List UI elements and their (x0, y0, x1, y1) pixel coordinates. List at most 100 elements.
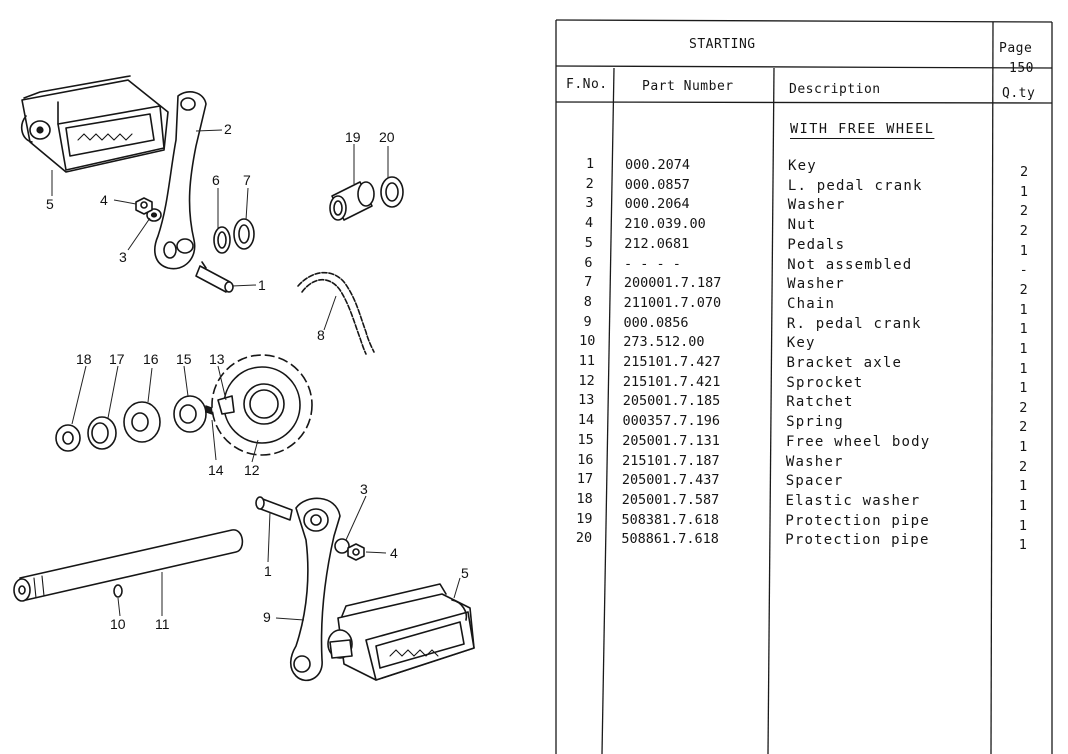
row-qty: 1 (1019, 321, 1028, 338)
pedal-left-drawing (20, 75, 169, 173)
row-part-number: 215101.7.427 (623, 354, 721, 370)
callout-numbers: 2 5 4 3 6 7 1 19 20 8 18 17 16 15 13 14 … (46, 121, 469, 632)
row-fno: 15 (577, 431, 594, 448)
row-fno: 5 (584, 234, 593, 251)
row-part-number: 000357.7.196 (622, 413, 721, 430)
row-part-number: 000.2074 (625, 157, 691, 173)
callout-1: 1 (258, 277, 266, 293)
row-part-number: 210.039.00 (624, 216, 706, 233)
row-description: Washer (787, 197, 846, 214)
row-description: Bracket axle (786, 355, 903, 371)
row-qty: 1 (1019, 439, 1028, 456)
row-fno: 7 (584, 274, 593, 291)
row-part-number: 205001.7.185 (622, 393, 721, 410)
row-qty: 2 (1019, 458, 1028, 475)
row-description: Protection pipe (785, 512, 930, 529)
callout-19: 19 (345, 129, 361, 145)
callout-5: 5 (46, 196, 54, 212)
row-part-number: 212.0681 (624, 235, 690, 252)
row-description: Key (788, 158, 817, 174)
callout-5: 5 (461, 565, 469, 581)
callout-3: 3 (119, 249, 127, 265)
row-part-number: 508861.7.618 (621, 531, 719, 548)
callout-6: 6 (212, 172, 220, 188)
page-number: 150 (1009, 61, 1034, 76)
row-fno: 9 (583, 313, 592, 330)
callout-9: 9 (263, 609, 271, 625)
row-description: Free wheel body (785, 433, 931, 450)
row-part-number: 000.0857 (624, 176, 690, 193)
callout-10: 10 (110, 616, 126, 632)
callout-4: 4 (100, 192, 108, 208)
chain-drawing (297, 271, 375, 355)
row-qty: 1 (1018, 498, 1028, 515)
column-header-part-number: Part Number (642, 79, 734, 94)
right-crank-drawing (289, 497, 341, 682)
row-qty: 1 (1019, 183, 1029, 200)
callout-7: 7 (243, 172, 251, 188)
callout-17: 17 (109, 351, 125, 367)
row-qty: 1 (1018, 537, 1027, 554)
column-header-qty: Q.ty (1002, 86, 1036, 101)
row-description: Sprocket (786, 374, 864, 391)
row-qty: 2 (1019, 399, 1028, 416)
nut-4-bottom-drawing (347, 543, 365, 561)
nut-4-top-drawing (135, 197, 153, 215)
row-fno: 12 (578, 372, 595, 389)
callout-8: 8 (317, 327, 325, 343)
row-qty: - (1019, 262, 1028, 279)
row-description: Protection pipe (785, 532, 930, 549)
row-qty: 1 (1018, 478, 1028, 495)
row-part-number: 205001.7.587 (621, 491, 720, 508)
pedal-right-drawing (327, 583, 475, 681)
callout-14: 14 (208, 462, 224, 478)
row-part-number: 211001.7.070 (623, 294, 722, 311)
row-fno: 6 (584, 254, 593, 271)
bracket-washers-drawing (55, 401, 161, 452)
row-qty: 1 (1019, 360, 1028, 377)
row-fno: 16 (577, 451, 594, 468)
row-fno: 14 (577, 412, 595, 429)
key-bottom-drawing (255, 496, 293, 521)
callout-3: 3 (360, 481, 368, 497)
callout-20: 20 (379, 129, 395, 145)
row-qty: 1 (1019, 242, 1028, 259)
sprocket-drawing (211, 354, 313, 456)
row-description: Key (786, 335, 816, 352)
row-description: Pedals (787, 236, 846, 253)
section-subtitle: WITH FREE WHEEL (790, 121, 935, 137)
row-description: Elastic washer (785, 492, 921, 509)
exploded-parts-diagram: 2 5 4 3 6 7 1 19 20 8 18 17 16 15 13 14 … (13, 75, 475, 682)
callout-1: 1 (264, 563, 272, 579)
callout-12: 12 (244, 462, 260, 478)
row-part-number: 000.0856 (623, 314, 689, 331)
row-qty: 1 (1019, 340, 1028, 357)
row-part-number: 200001.7.187 (623, 275, 722, 292)
callout-18: 18 (76, 351, 92, 367)
callout-16: 16 (143, 351, 159, 367)
callout-15: 15 (176, 351, 192, 367)
row-fno: 13 (578, 392, 595, 409)
row-fno: 10 (579, 333, 596, 350)
row-description: Chain (786, 295, 836, 312)
row-part-number: 273.512.00 (623, 334, 705, 351)
row-part-number: 000.2064 (624, 196, 690, 213)
row-fno: 4 (585, 215, 594, 232)
row-description: R. pedal crank (786, 315, 922, 332)
row-fno: 20 (575, 530, 593, 547)
callout-11: 11 (155, 616, 170, 632)
row-description: Ratchet (786, 394, 854, 411)
row-qty: 2 (1019, 281, 1028, 298)
key-top-drawing (195, 261, 234, 293)
row-part-number: 205001.7.437 (621, 472, 720, 489)
free-wheel-body-drawing (173, 395, 217, 433)
callout-4: 4 (390, 545, 398, 561)
row-qty: 2 (1020, 164, 1029, 180)
column-header-fno: F.No. (566, 77, 608, 92)
row-qty: 2 (1019, 222, 1028, 239)
row-description: L. pedal crank (787, 177, 923, 194)
row-description: Nut (787, 217, 817, 234)
row-fno: 1 (586, 156, 595, 172)
row-fno: 17 (576, 471, 594, 488)
callout-2: 2 (224, 121, 232, 137)
